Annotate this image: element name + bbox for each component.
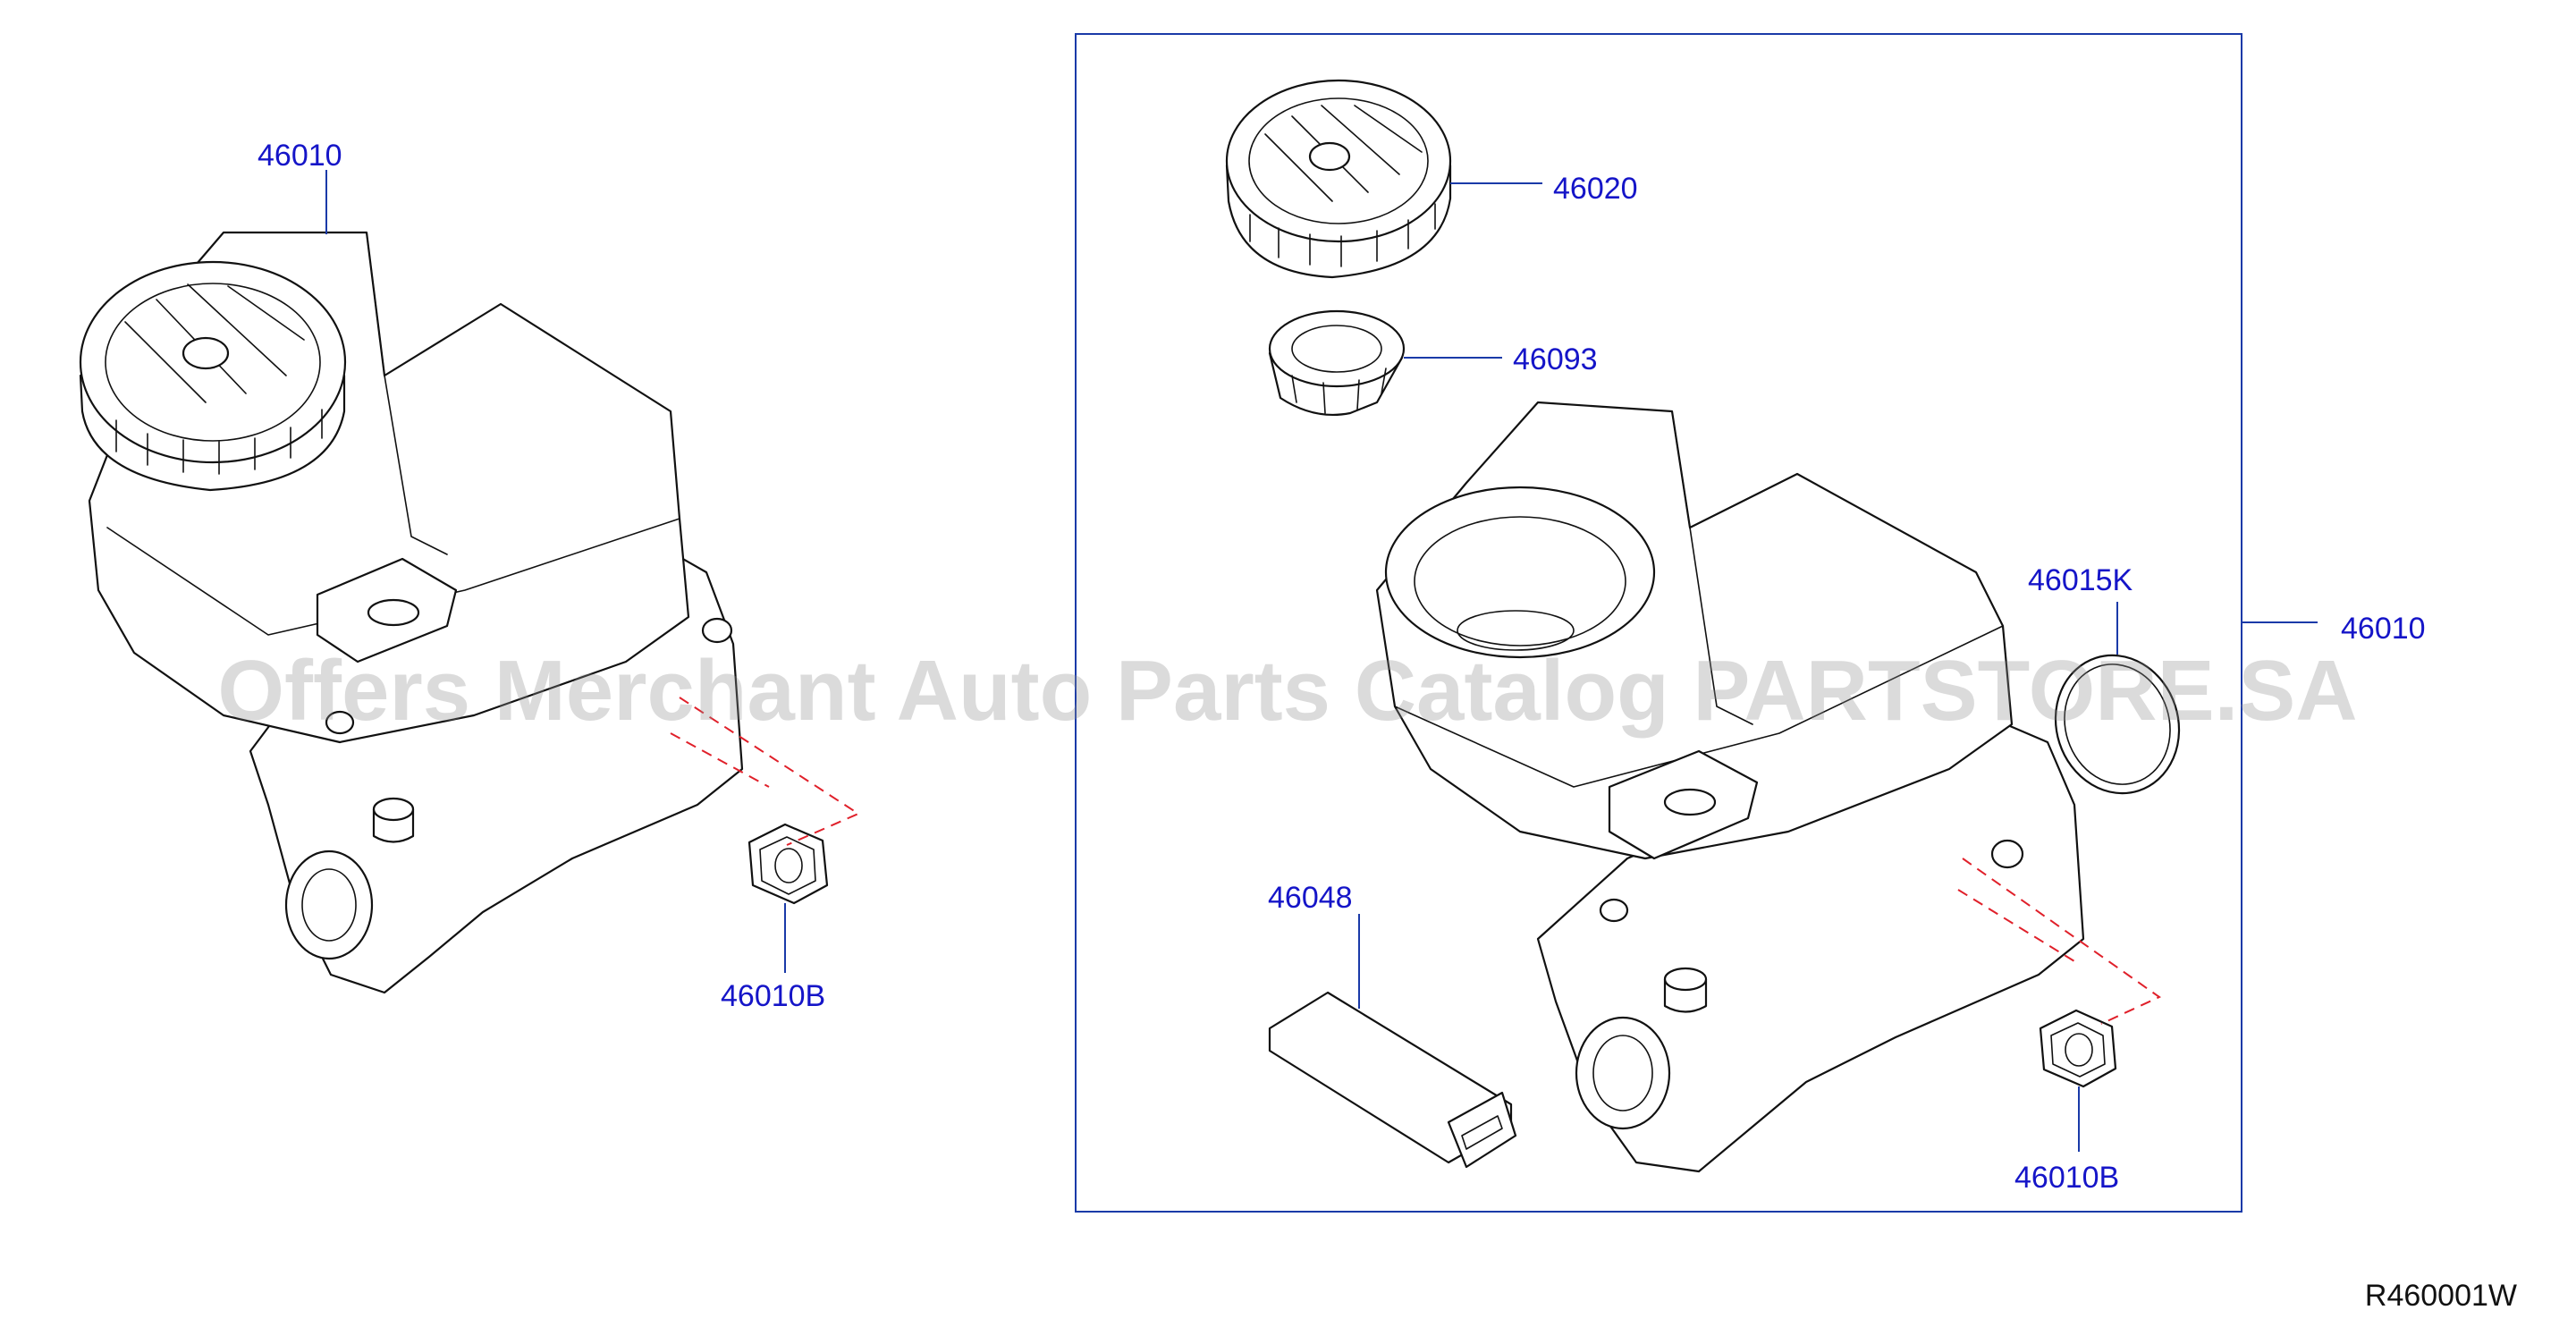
callout-connector: 46048 (1268, 881, 1360, 1009)
svg-text:46093: 46093 (1513, 342, 1598, 376)
svg-text:46010B: 46010B (721, 979, 825, 1013)
right-bracket-slot (1663, 788, 1717, 816)
left-outlet-port (284, 849, 374, 960)
strainer (1268, 309, 1406, 416)
callout-right-master-cylinder: 46010 (2341, 612, 2426, 646)
right-install-guide (1962, 858, 2161, 1025)
diagram-code: R460001W (2365, 1279, 2517, 1313)
right-outlet-port (1575, 1016, 1671, 1130)
right-flange-nut (2039, 1009, 2117, 1088)
svg-text:46048: 46048 (1268, 881, 1353, 915)
oring (2054, 654, 2181, 795)
svg-text:46020: 46020 (1553, 172, 1638, 206)
svg-text:46010B: 46010B (2014, 1161, 2119, 1195)
left-bracket-slot (367, 598, 420, 627)
svg-text:46015K: 46015K (2028, 563, 2133, 597)
callout-strainer: 46093 (1404, 342, 1598, 376)
right-filler-neck (1384, 486, 1656, 659)
callout-left-master-cylinder: 46010 (258, 139, 342, 234)
svg-text:46010: 46010 (2341, 612, 2426, 646)
right-master-cylinder-assembly (1375, 401, 2085, 1173)
left-flange-nut (747, 823, 829, 905)
callout-left-nut: 46010B (721, 903, 825, 1013)
reservoir-cap (1225, 79, 1452, 279)
left-master-cylinder-assembly (79, 231, 861, 994)
callout-right-nut: 46010B (2014, 1086, 2119, 1195)
watermark: Offers Merchant Auto Parts Catalog PARTS… (217, 643, 2357, 739)
callout-reservoir-cap: 46020 (1450, 172, 1638, 206)
left-reservoir-cap (79, 260, 347, 492)
svg-text:46010: 46010 (258, 139, 342, 173)
connector (1268, 991, 1517, 1169)
callout-oring: 46015K (2028, 563, 2133, 655)
